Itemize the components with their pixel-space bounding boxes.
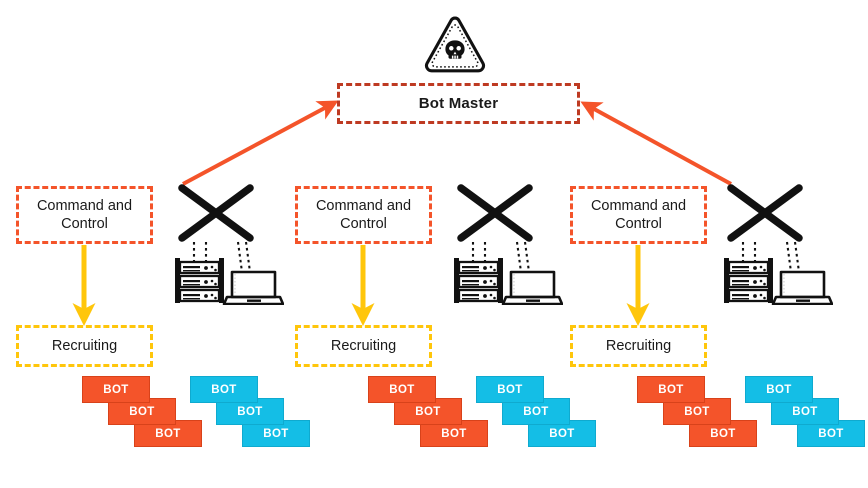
bot-card[interactable]: BOT	[637, 376, 705, 403]
server-rack-icon-2	[454, 258, 503, 303]
network-cross-icon-3	[724, 184, 833, 305]
bot-stack-cyan-1: BOT BOT BOT	[190, 376, 322, 456]
network-cross-icon-2	[454, 184, 563, 305]
recruiting-box-3[interactable]: Recruiting	[570, 325, 707, 367]
botmaster-label: Bot Master	[418, 95, 499, 112]
cc-line-2: Control	[615, 216, 662, 232]
bot-stack-orange-2: BOT BOT BOT	[368, 376, 500, 456]
laptop-icon-1	[222, 270, 284, 305]
command-control-box-3[interactable]: Command and Control	[570, 186, 707, 244]
server-rack-icon-1	[175, 258, 224, 303]
recruiting-label-1: Recruiting	[51, 338, 118, 354]
command-control-label-3: Command and Control	[591, 197, 686, 233]
bot-stack-cyan-2: BOT BOT BOT	[476, 376, 608, 456]
bot-card[interactable]: BOT	[190, 376, 258, 403]
recruiting-box-2[interactable]: Recruiting	[295, 325, 432, 367]
bot-stack-orange-3: BOT BOT BOT	[637, 376, 769, 456]
cc-line-1: Command and	[315, 197, 412, 214]
arrow-left-to-botmaster	[182, 100, 339, 186]
skull-glyph	[445, 40, 465, 59]
server-rack-icon-3	[724, 258, 773, 303]
bot-stack-cyan-3: BOT BOT BOT	[745, 376, 868, 456]
cc-line-2: Control	[61, 216, 108, 232]
cc-line-1: Command and	[36, 197, 133, 214]
hazard-skull-icon	[425, 16, 485, 73]
recruiting-label-3: Recruiting	[605, 338, 672, 354]
laptop-icon-3	[771, 270, 833, 305]
recruiting-label-2: Recruiting	[330, 338, 397, 354]
bot-card[interactable]: BOT	[476, 376, 544, 403]
bot-card[interactable]: BOT	[82, 376, 150, 403]
botmaster-box[interactable]: Bot Master	[337, 83, 580, 124]
cc-line-1: Command and	[590, 197, 687, 214]
command-control-box-1[interactable]: Command and Control	[16, 186, 153, 244]
recruiting-box-1[interactable]: Recruiting	[16, 325, 153, 367]
cc-line-2: Control	[340, 216, 387, 232]
bot-stack-orange-1: BOT BOT BOT	[82, 376, 214, 456]
bot-card[interactable]: BOT	[745, 376, 813, 403]
command-control-label-2: Command and Control	[316, 197, 411, 233]
arrow-right-to-botmaster	[580, 101, 732, 186]
bot-card[interactable]: BOT	[368, 376, 436, 403]
network-cross-icon-1	[175, 184, 284, 305]
laptop-icon-2	[501, 270, 563, 305]
command-control-box-2[interactable]: Command and Control	[295, 186, 432, 244]
command-control-label-1: Command and Control	[37, 197, 132, 233]
